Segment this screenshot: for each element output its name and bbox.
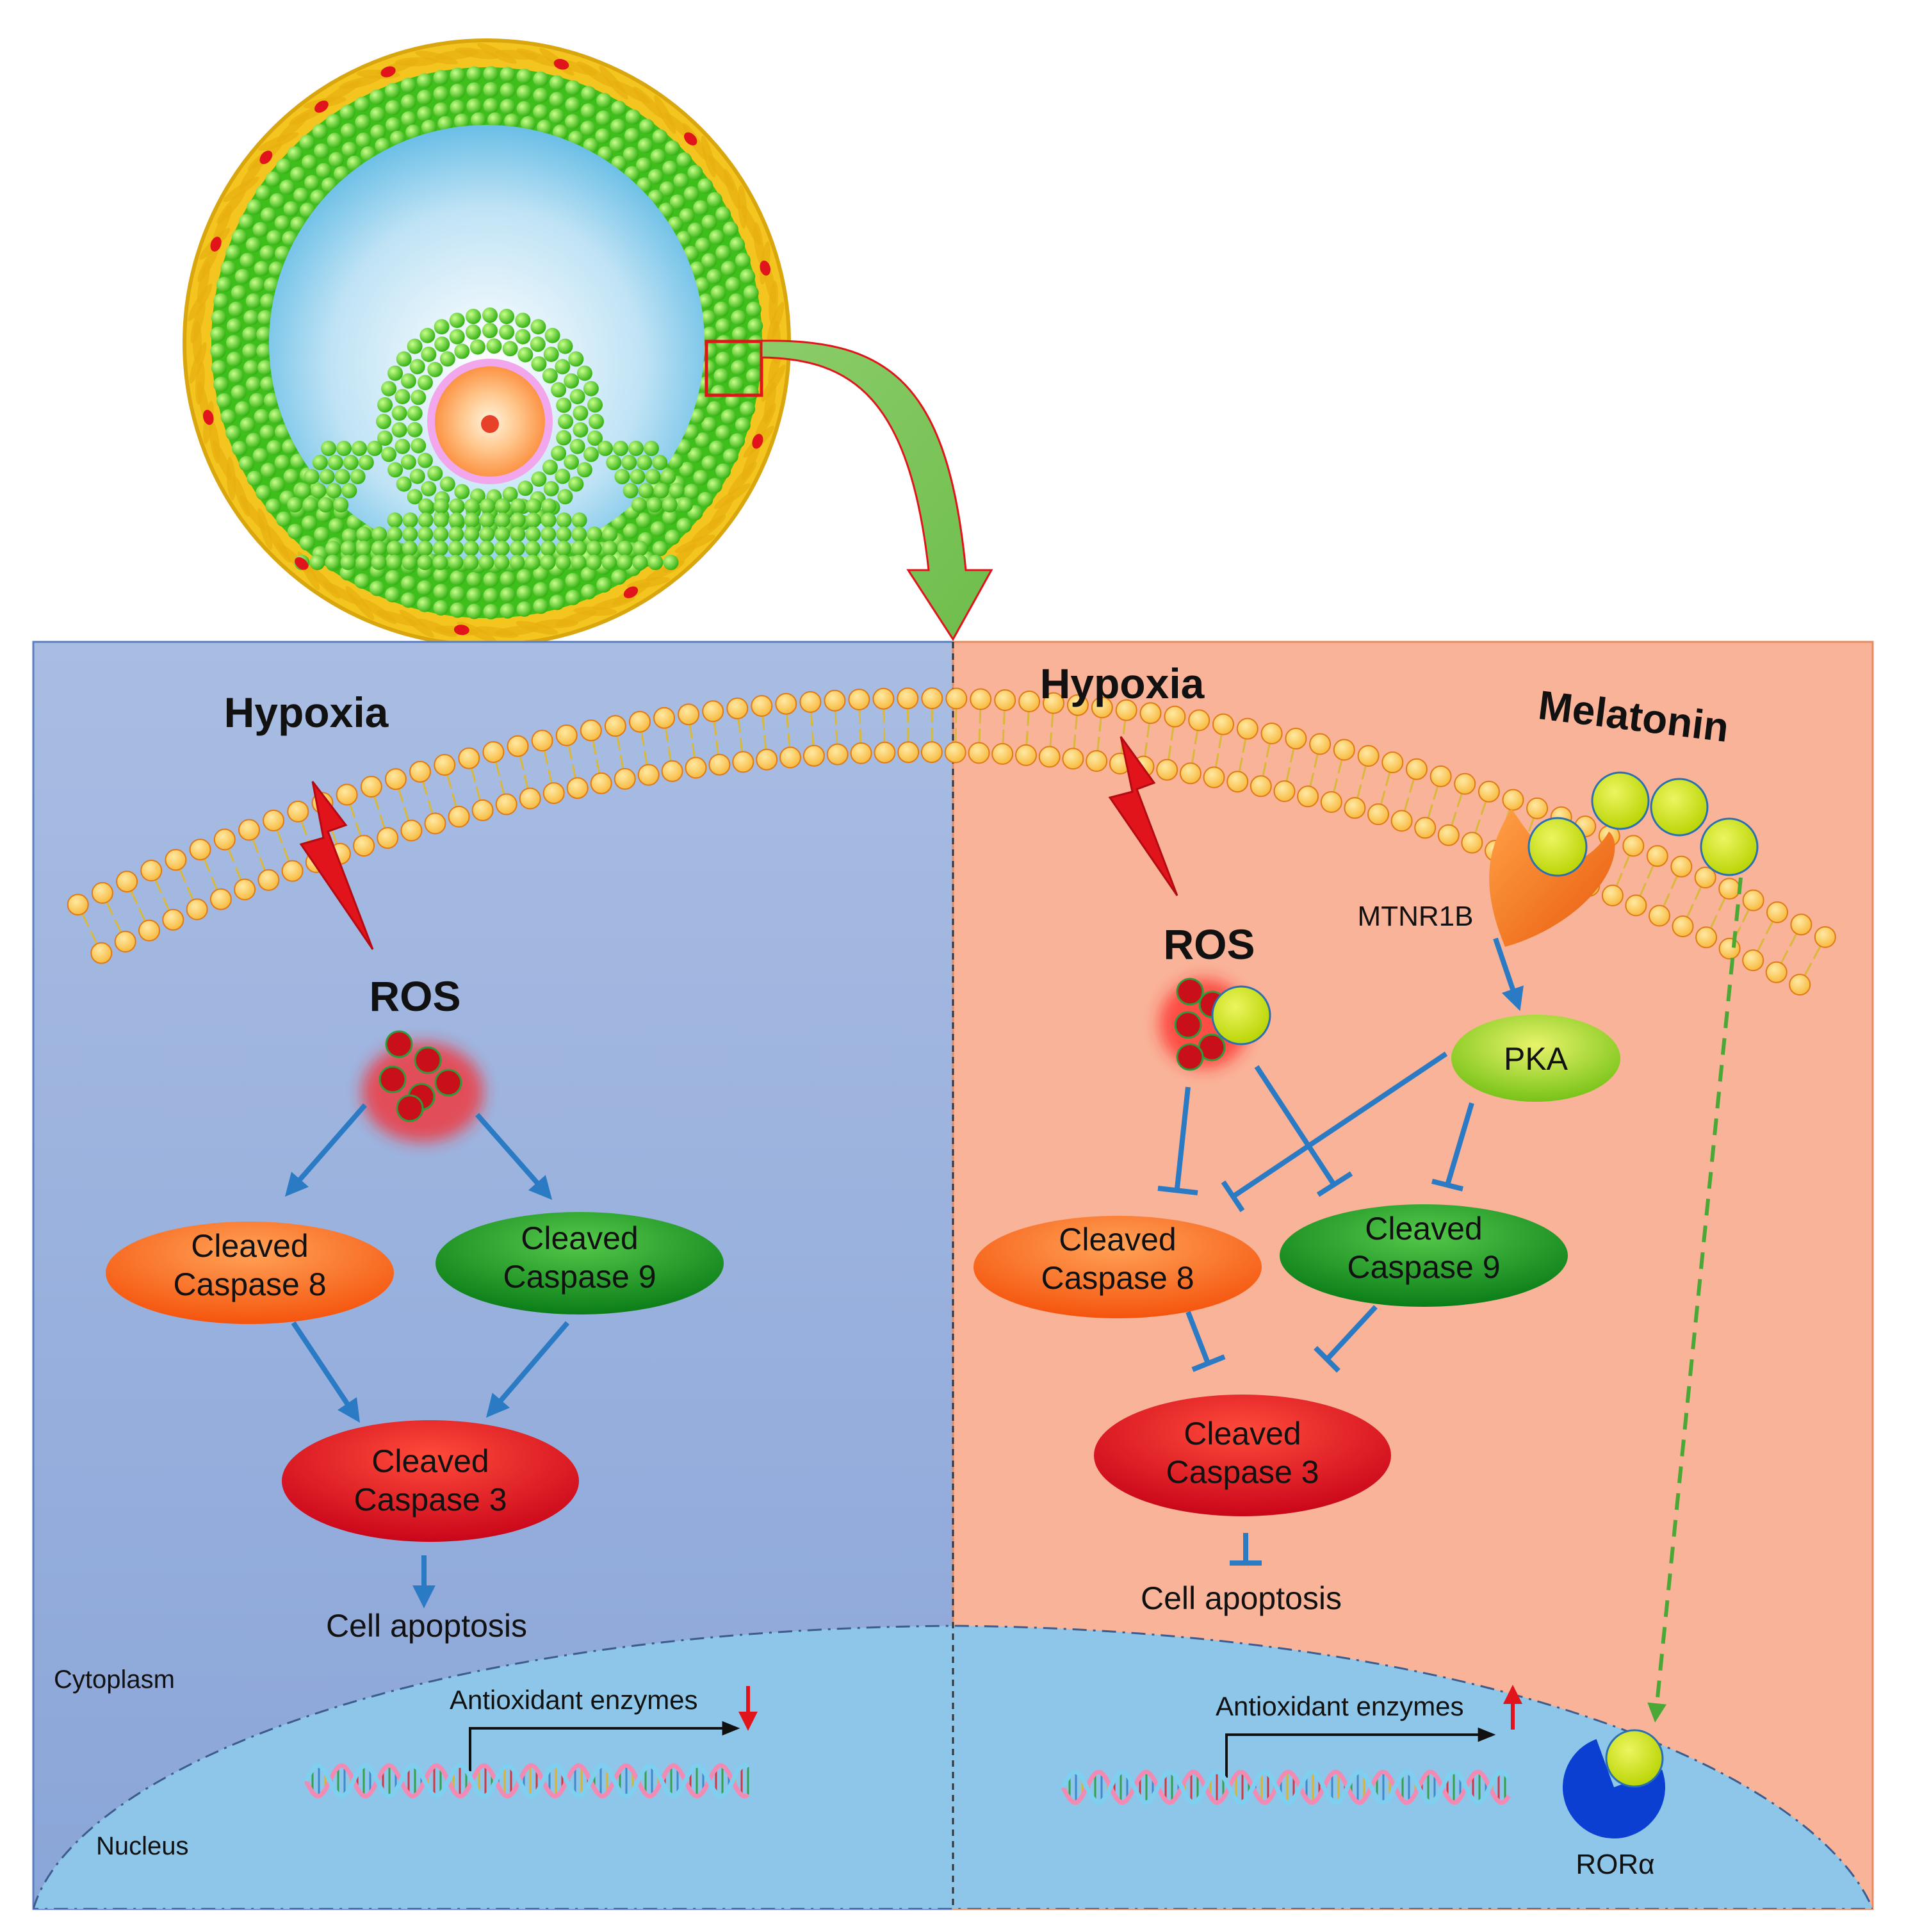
- left-antioxidant-label: Antioxidant enzymes: [450, 1685, 698, 1715]
- right-transcription-arrow: [1225, 1727, 1496, 1778]
- svg-text:Cleaved: Cleaved: [1184, 1416, 1301, 1452]
- svg-text:Cleaved: Cleaved: [1059, 1222, 1176, 1257]
- left-caspase9-node: Cleaved Caspase 9: [436, 1212, 724, 1314]
- svg-text:Cleaved: Cleaved: [521, 1220, 638, 1256]
- left-caspase8-node: Cleaved Caspase 8: [106, 1222, 394, 1324]
- svg-text:Cleaved: Cleaved: [191, 1228, 308, 1264]
- left-activation-arrows: [284, 1103, 570, 1609]
- nucleus-label: Nucleus: [96, 1832, 189, 1860]
- zoom-arrow: [760, 340, 993, 641]
- melatonin-to-rora-arrow: [1647, 877, 1743, 1723]
- receptor-to-pka-arrow: [1493, 937, 1524, 1011]
- nucleus: [33, 1625, 1873, 1909]
- granulosa-zoom-box: [705, 340, 763, 397]
- left-lightning-icon: [299, 781, 374, 950]
- svg-text:Cleaved: Cleaved: [371, 1443, 489, 1479]
- svg-text:Caspase 9: Caspase 9: [503, 1259, 656, 1295]
- left-ros-label: ROS: [369, 972, 460, 1020]
- cytoplasm-label: Cytoplasm: [54, 1666, 175, 1694]
- right-caspase3-node: Cleaved Caspase 3: [1094, 1395, 1391, 1516]
- left-apoptosis-label: Cell apoptosis: [326, 1608, 527, 1644]
- receptor-bound-melatonin: [1527, 817, 1588, 877]
- right-caspase9-node: Cleaved Caspase 9: [1280, 1204, 1568, 1307]
- right-caspase8-node: Cleaved Caspase 8: [973, 1216, 1262, 1318]
- right-ros-label: ROS: [1163, 921, 1255, 968]
- svg-text:Caspase 8: Caspase 8: [1041, 1260, 1194, 1296]
- rora-bound-melatonin: [1605, 1729, 1664, 1788]
- right-dna-icon: [1061, 1769, 1511, 1805]
- left-caspase3-node: Cleaved Caspase 3: [282, 1420, 579, 1542]
- right-lightning-icon: [1108, 736, 1178, 896]
- oocyte-nucleus: [481, 415, 499, 433]
- left-ros-cluster: [362, 1030, 484, 1142]
- pka-node: PKA: [1451, 1015, 1620, 1102]
- rora-label: RORα: [1576, 1849, 1654, 1880]
- cell-membrane: [67, 687, 1836, 996]
- rora-receptor: [1563, 1729, 1665, 1838]
- left-dna-icon: [304, 1763, 750, 1799]
- ros-scavenging-melatonin: [1211, 985, 1271, 1045]
- svg-text:Caspase 3: Caspase 3: [354, 1482, 507, 1518]
- right-ros-cluster: [1159, 978, 1271, 1071]
- right-antioxidant-label: Antioxidant enzymes: [1216, 1691, 1464, 1721]
- svg-text:PKA: PKA: [1504, 1041, 1568, 1077]
- svg-text:Cleaved: Cleaved: [1365, 1211, 1482, 1247]
- svg-text:Caspase 8: Caspase 8: [173, 1266, 326, 1302]
- ovarian-follicle: [183, 38, 791, 647]
- right-inhibition-lines: [1157, 1051, 1474, 1566]
- svg-text:Caspase 3: Caspase 3: [1166, 1454, 1319, 1490]
- left-transcription-arrow: [469, 1721, 740, 1771]
- mtnr1b-label: MTNR1B: [1358, 901, 1474, 932]
- left-hypoxia-label: Hypoxia: [224, 689, 389, 736]
- melatonin-molecules: [1591, 771, 1759, 876]
- mtnr1b-receptor: [1489, 808, 1615, 947]
- svg-text:Caspase 9: Caspase 9: [1347, 1249, 1500, 1285]
- right-apoptosis-label: Cell apoptosis: [1141, 1580, 1342, 1616]
- right-hypoxia-label: Hypoxia: [1040, 660, 1205, 707]
